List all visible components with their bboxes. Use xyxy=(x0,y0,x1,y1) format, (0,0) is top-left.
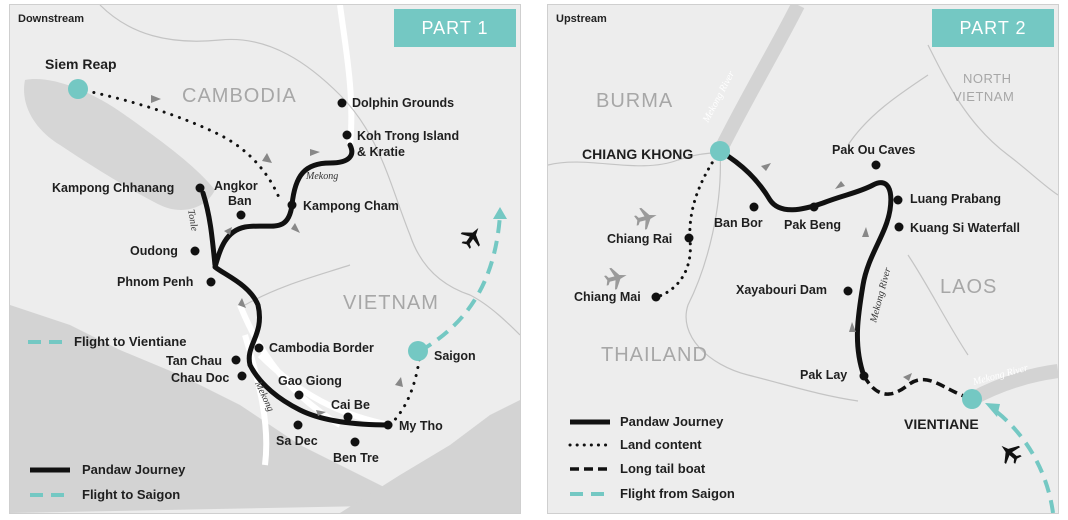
land-route-saigon xyxy=(388,353,422,427)
flight-arrowhead xyxy=(493,207,507,219)
flight-path-saigon xyxy=(418,214,502,353)
stop-markers xyxy=(651,160,904,381)
place-pak-lay: Pak Lay xyxy=(800,368,847,382)
part-tag-1: PART 1 xyxy=(394,9,516,47)
flight-arrowhead xyxy=(985,403,1000,417)
country-label-north-vietnam-line1: NORTH xyxy=(963,71,1011,86)
place-gao-giong: Gao Giong xyxy=(278,374,342,388)
place-pak-ou-caves: Pak Ou Caves xyxy=(832,143,915,157)
direction-arrows xyxy=(761,163,912,381)
legend-pandaw-journey: Pandaw Journey xyxy=(82,462,186,477)
place-cambodia-border: Cambodia Border xyxy=(269,341,374,355)
siem-reap-marker xyxy=(68,79,88,99)
place-kuang-si-waterfall: Kuang Si Waterfall xyxy=(910,221,1020,235)
airplane-icon xyxy=(634,207,657,230)
place-cai-be: Cai Be xyxy=(331,398,370,412)
place-chiang-khong: CHIANG KHONG xyxy=(582,146,693,162)
airplane-icon xyxy=(460,227,480,249)
direction-arrows xyxy=(151,95,403,416)
country-label-cambodia: CAMBODIA xyxy=(182,85,297,107)
place-vientiane: VIENTIANE xyxy=(904,416,979,432)
place-koh-trong-line1: Koh Trong Island xyxy=(357,129,459,143)
legend-flight-saigon: Flight to Saigon xyxy=(82,487,180,502)
stop-markers xyxy=(190,98,393,447)
place-my-tho: My Tho xyxy=(399,419,443,433)
place-luang-prabang: Luang Prabang xyxy=(910,192,1001,206)
vientiane-marker xyxy=(962,389,982,409)
place-angkor-ban-line2: Ban xyxy=(228,194,252,208)
place-sa-dec: Sa Dec xyxy=(276,434,318,448)
map-panel-part-2: BURMA THAILAND LAOS NORTH VIETNAM CHIANG… xyxy=(547,4,1059,514)
place-siem-reap: Siem Reap xyxy=(45,56,117,72)
country-label-laos: LAOS xyxy=(940,276,997,298)
pandaw-route-part-2 xyxy=(717,148,894,379)
place-ban-bor: Ban Bor xyxy=(714,216,763,230)
longtail-boat-route xyxy=(862,375,973,401)
place-pak-beng: Pak Beng xyxy=(784,218,841,232)
place-chiang-mai: Chiang Mai xyxy=(574,290,641,304)
country-label-north-vietnam-line2: VIETNAM xyxy=(953,89,1014,104)
river-label-tonle: Tonle xyxy=(185,209,200,233)
place-tan-chau: Tan Chau xyxy=(166,354,222,368)
map-part-2: BURMA THAILAND LAOS NORTH VIETNAM CHIANG… xyxy=(548,5,1058,513)
sea-east xyxy=(340,400,520,513)
great-lake xyxy=(24,79,215,210)
place-ben-tre: Ben Tre xyxy=(333,451,379,465)
place-kampong-cham: Kampong Cham xyxy=(303,199,399,213)
legend-long-tail-boat: Long tail boat xyxy=(620,461,706,476)
place-koh-trong-line2: & Kratie xyxy=(357,145,405,159)
land-route-chiang-mai xyxy=(655,149,722,299)
place-angkor-ban-line1: Angkor xyxy=(214,179,258,193)
mekong-upper xyxy=(337,5,355,146)
river-label-mekong-lower: Mekong xyxy=(252,379,276,414)
legend-flight-from-saigon: Flight from Saigon xyxy=(620,486,735,501)
country-label-burma: BURMA xyxy=(596,90,673,112)
place-dolphin-grounds: Dolphin Grounds xyxy=(352,96,454,110)
direction-label-upstream: Upstream xyxy=(556,13,607,25)
river-label-mekong-mid: Mekong River xyxy=(868,266,893,324)
airplane-icon xyxy=(604,267,627,290)
flight-path-saigon xyxy=(991,407,1055,513)
legend-flight-vientiane: Flight to Vientiane xyxy=(74,334,186,349)
place-chau-doc: Chau Doc xyxy=(171,371,229,385)
land-route-siem-reap xyxy=(76,87,282,202)
map-part-1: CAMBODIA VIETNAM Siem Reap Dolphin Groun… xyxy=(10,5,520,513)
mekong-river-band-upper xyxy=(713,5,805,155)
place-chiang-rai: Chiang Rai xyxy=(607,232,672,246)
place-kampong-chhanang: Kampong Chhanang xyxy=(52,181,174,195)
country-borders xyxy=(548,44,1058,402)
place-phnom-penh: Phnom Penh xyxy=(117,275,193,289)
sea-area xyxy=(10,305,420,513)
place-saigon: Saigon xyxy=(434,349,476,363)
country-label-vietnam: VIETNAM xyxy=(343,292,439,314)
saigon-marker xyxy=(408,341,428,361)
place-xayabouri-dam: Xayabouri Dam xyxy=(736,283,827,297)
part-tag-2: PART 2 xyxy=(932,9,1054,47)
river-label-mekong-upper: Mekong xyxy=(305,171,338,182)
airplane-icon xyxy=(1001,445,1022,464)
legend-pandaw-journey: Pandaw Journey xyxy=(620,414,724,429)
direction-label-downstream: Downstream xyxy=(18,13,85,25)
country-label-thailand: THAILAND xyxy=(601,344,708,366)
place-oudong: Oudong xyxy=(130,244,178,258)
chiang-khong-marker xyxy=(710,141,730,161)
map-panel-part-1: CAMBODIA VIETNAM Siem Reap Dolphin Groun… xyxy=(9,4,521,514)
legend-land-content: Land content xyxy=(620,437,702,452)
